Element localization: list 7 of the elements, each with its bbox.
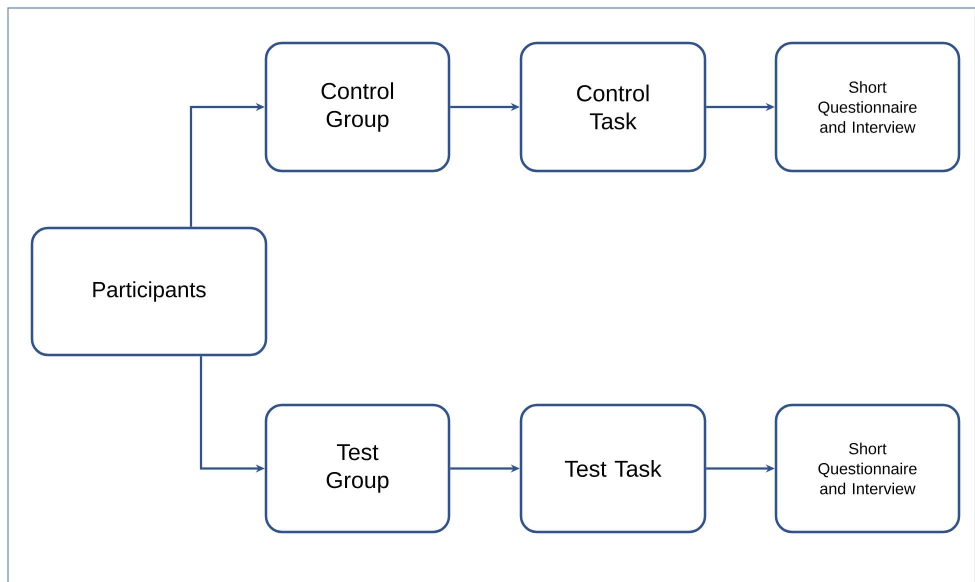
process-box: Test Task (520, 404, 706, 534)
process-box: Short Questionnaire and Interview (774, 404, 960, 534)
process-box: Short Questionnaire and Interview (774, 42, 960, 172)
process-box: Participants (30, 226, 268, 356)
process-box: Control Group (264, 42, 450, 172)
process-box: Control Task (520, 42, 706, 172)
process-box: Test Group (264, 404, 450, 534)
